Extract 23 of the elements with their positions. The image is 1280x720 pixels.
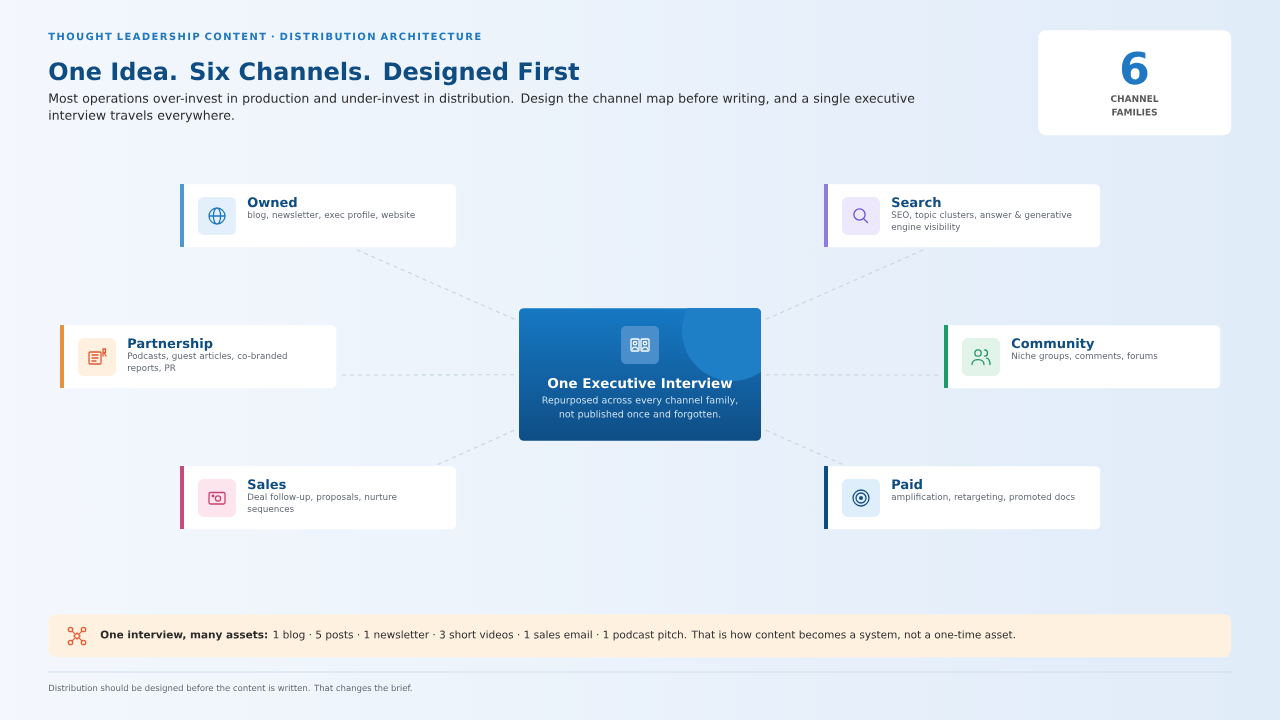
card-heading: Search xyxy=(892,197,941,208)
card-heading: Sales xyxy=(248,479,286,490)
stat-label: CHANNEL FAMILIES xyxy=(1110,95,1159,116)
card-heading: Community xyxy=(1011,338,1095,351)
connector-line xyxy=(436,429,515,466)
card-description: Deal follow-up, proposals, nurture sequences xyxy=(247,493,397,514)
card-heading: Owned xyxy=(247,197,297,208)
card-description: Podcasts, guest articles, co-branded reports, PR xyxy=(128,352,287,373)
subtitle-text: Most operations over-invest in production and under-invest in distribution. Design the channel map before writing, and a single executive interview travels everywhere. xyxy=(49,93,915,123)
card-heading: Partnership xyxy=(128,338,213,351)
footer-note: Distribution should be designed before the content is written. That changes the brief. xyxy=(49,684,412,693)
box-description: Repurposed across every channel family, not published once and forgotten. xyxy=(542,396,738,420)
callout-band: One interview, many assets: 1 blog · 5 posts · 1 newsletter · 3 short videos · 1 sales email · 1 podcast pitch. That is how content becomes a system, not a one-time asset. xyxy=(48,614,1232,658)
card-description: amplification, retargeting, promoted docs xyxy=(891,493,1075,502)
connector-line xyxy=(765,429,844,466)
card-description: Niche groups, comments, forums xyxy=(1012,352,1158,361)
title: One Idea. Six Channels. Designed First xyxy=(49,61,580,86)
card-description: SEO, topic clusters, answer & generative engine visibility xyxy=(891,211,1072,232)
box-heading: One Executive Interview xyxy=(548,377,733,389)
card-description: blog, newsletter, exec profile, website xyxy=(248,211,415,220)
card-heading: Paid xyxy=(892,479,922,490)
eyebrow-text: THOUGHT LEADERSHIP CONTENT · DISTRIBUTION ARCHITECTURE xyxy=(48,32,481,41)
stat-number: 6 xyxy=(1121,51,1148,85)
